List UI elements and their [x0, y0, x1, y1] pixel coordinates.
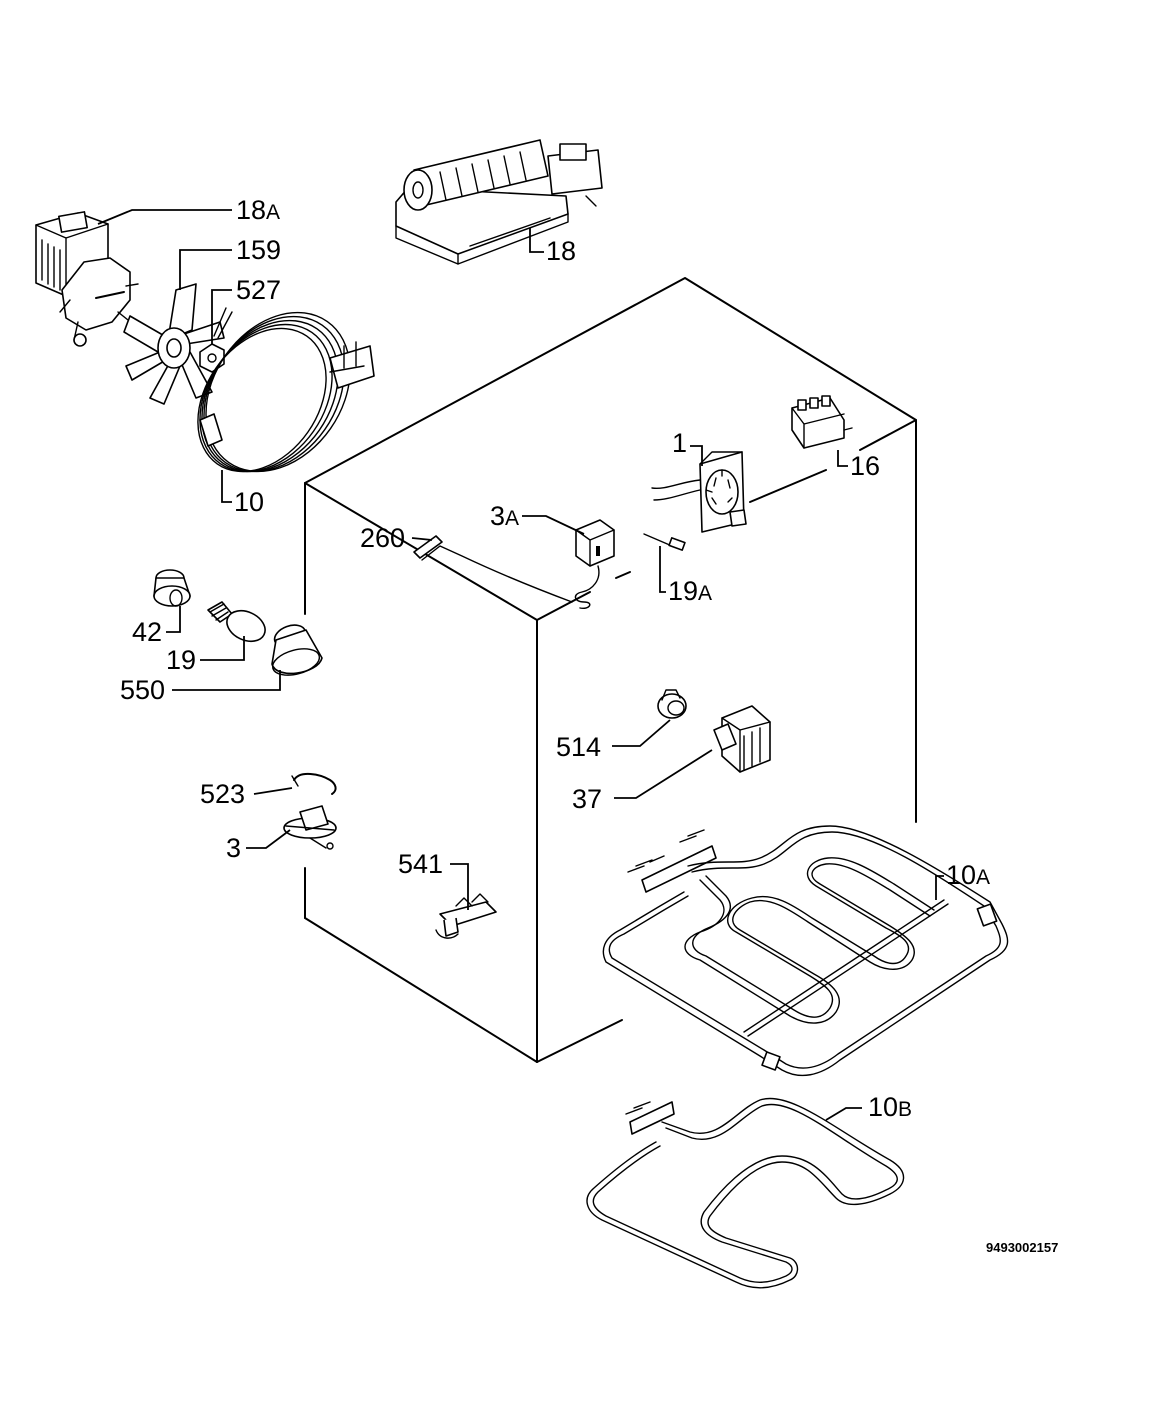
callout-1: 1 [672, 428, 687, 458]
callout-18: 18 [546, 236, 576, 266]
bottom-heating-element-part [586, 1097, 905, 1289]
callout-10a: 10A [946, 860, 990, 890]
callout-514: 514 [556, 732, 601, 762]
fan-blade-part [123, 283, 225, 405]
callout-550: 550 [120, 675, 165, 705]
callout-10b: 10B [868, 1092, 912, 1122]
callout-16: 16 [850, 451, 880, 481]
timer-part [651, 451, 747, 533]
probe-sensor-part [643, 533, 686, 551]
callout-523: 523 [200, 779, 245, 809]
callout-527: 527 [236, 275, 281, 305]
lamp-cover-part [271, 624, 323, 676]
fan-motor-part [35, 211, 139, 347]
tangential-fan-part [395, 139, 603, 265]
terminal-block-part [791, 395, 853, 449]
thermostat-part [413, 519, 631, 610]
selector-switch-part [713, 705, 771, 773]
callout-18a: 18A [236, 195, 280, 225]
lamp-bulb-part [207, 601, 266, 643]
oven-cavity-outline [304, 277, 917, 1063]
connector-line [749, 469, 827, 503]
callout-19a: 19A [668, 576, 712, 606]
safety-thermostat-part [283, 805, 337, 850]
callout-3: 3 [226, 833, 241, 863]
terminal-strip-part [435, 893, 497, 939]
diagram-code: 9493002157 [986, 1240, 1058, 1255]
grill-heating-element-part [602, 825, 1009, 1077]
callout-260: 260 [360, 523, 405, 553]
callout-37: 37 [572, 784, 602, 814]
callout-3a: 3A [490, 501, 519, 531]
callout-labels: 18A 159 527 10 18 1 16 3A 260 19A 42 19 … [120, 195, 990, 1122]
callout-159: 159 [236, 235, 281, 265]
callout-42: 42 [132, 617, 162, 647]
callout-541: 541 [398, 849, 443, 879]
circular-heating-element-part [197, 311, 375, 473]
thermostat-clip-part [291, 773, 337, 795]
grommet-part [657, 689, 687, 719]
lamp-holder-part [153, 569, 191, 607]
leader-lines [97, 209, 944, 1121]
callout-19: 19 [166, 645, 196, 675]
callout-10: 10 [234, 487, 264, 517]
